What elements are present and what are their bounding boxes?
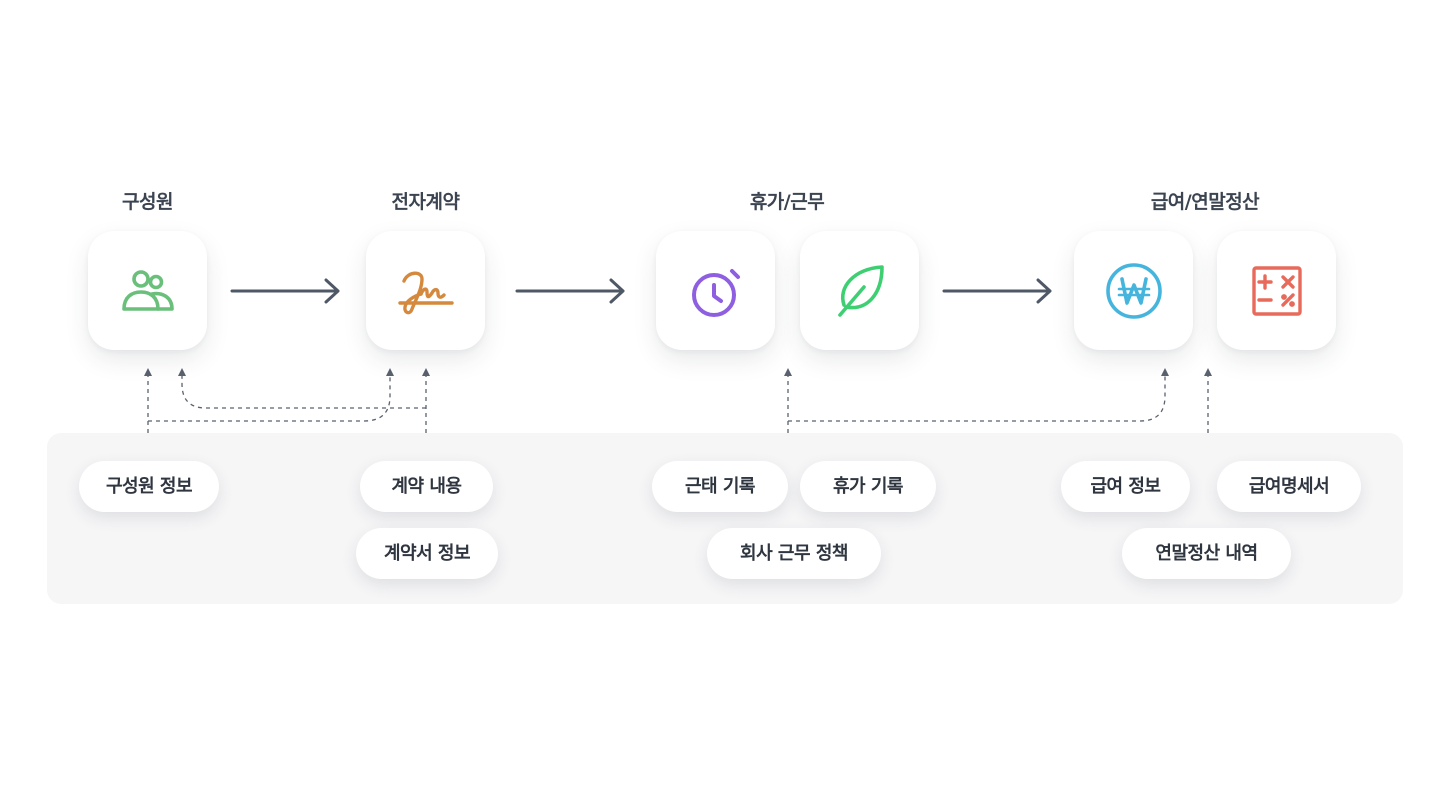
payroll-card[interactable]	[1074, 231, 1193, 350]
won-coin-icon	[1105, 262, 1162, 319]
arrow-contract-to-leave	[515, 278, 625, 304]
group-title-members: 구성원	[122, 191, 173, 213]
leave-card[interactable]	[800, 231, 919, 350]
calculator-icon	[1251, 265, 1302, 316]
connector-attendance-to-payroll	[788, 368, 1169, 422]
chip-attendance-record[interactable]: 근태 기록	[652, 461, 788, 512]
chip-company-work-policy[interactable]: 회사 근무 정책	[707, 528, 881, 579]
alarm-clock-icon	[691, 268, 740, 317]
year-end-card[interactable]	[1217, 231, 1336, 350]
connector-members-to-contract	[148, 368, 394, 422]
econtract-card[interactable]	[366, 231, 485, 350]
chip-contract-content[interactable]: 계약 내용	[360, 461, 493, 512]
signature-icon	[397, 271, 454, 314]
group-title-payroll: 급여/연말정산	[1150, 191, 1260, 213]
chip-pay-info[interactable]: 급여 정보	[1061, 461, 1190, 512]
members-card[interactable]	[88, 231, 207, 350]
group-title-econtract: 전자계약	[391, 191, 460, 213]
chip-member-info[interactable]: 구성원 정보	[79, 461, 219, 512]
arrow-leave-to-payroll	[942, 278, 1052, 304]
users-icon	[121, 269, 174, 311]
dashed-connectors	[144, 368, 1212, 433]
chip-leave-record[interactable]: 휴가 기록	[800, 461, 936, 512]
connector-contract-to-members	[178, 368, 426, 409]
group-title-leave: 휴가/근무	[749, 191, 825, 213]
flow-arrows	[230, 278, 1052, 304]
arrow-members-to-contract	[230, 278, 340, 304]
chip-contract-doc-info[interactable]: 계약서 정보	[356, 528, 498, 579]
chip-year-end-settlement[interactable]: 연말정산 내역	[1122, 528, 1291, 579]
chip-payslip[interactable]: 급여명세서	[1217, 461, 1361, 512]
leaf-icon	[837, 264, 884, 317]
attendance-card[interactable]	[656, 231, 775, 350]
